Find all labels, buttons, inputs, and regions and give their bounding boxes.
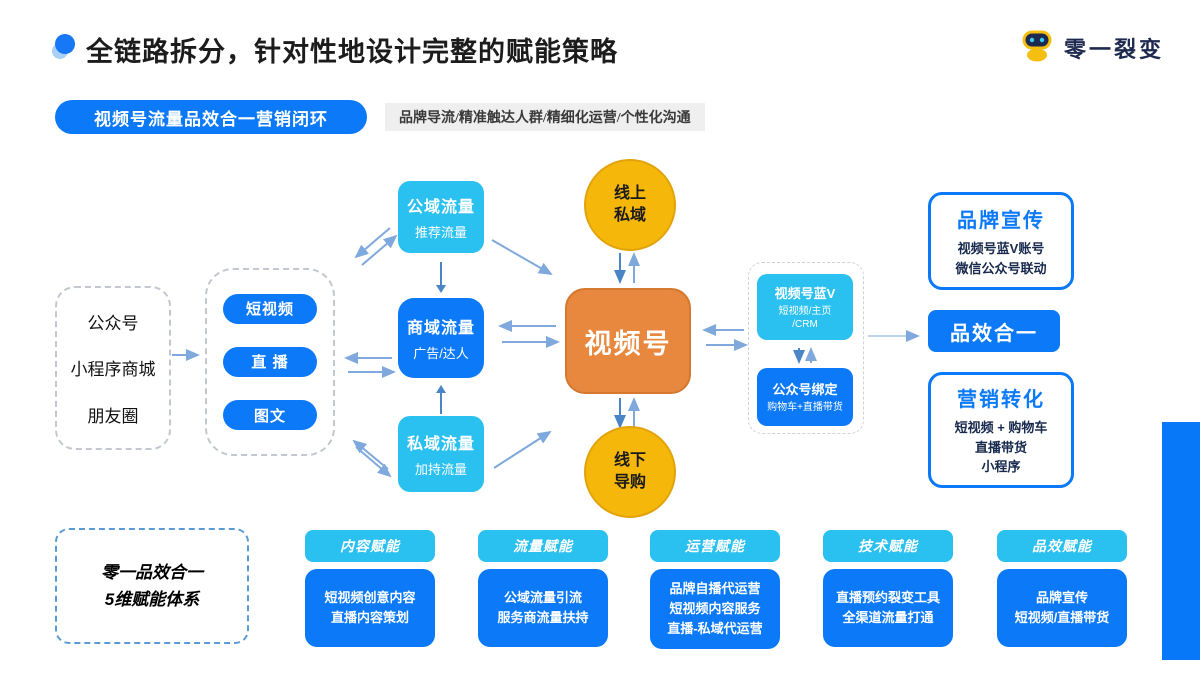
online-private-circle: 线上 私域 [584,159,676,251]
system-label-line2: 5维赋能体系 [104,590,200,609]
account-binding-panel [748,262,864,434]
conversion-lines: 短视频 + 购物车 直播带货 小程序 [954,420,1048,475]
system-label-box: 零一品效合一 5维赋能体系 [55,528,249,644]
private-traffic-subtitle: 加持流量 [414,462,467,477]
title-dot-icon [50,31,78,66]
wechat-sources-panel: 公众号 小程序商城 朋友圈 [55,286,171,450]
source-moments: 朋友圈 [87,407,139,427]
brand-promo-box: 品牌宣传 视频号蓝V账号 微信公众号联动 [928,192,1074,290]
official-bind-title: 公众号绑定 [772,382,838,398]
brand-logo-text: 零一裂变 [1064,36,1165,62]
pillar-brandeffect-body: 品牌宣传 短视频/直播带货 [997,569,1127,647]
arrow-private-to-commercial [436,385,446,414]
official-bind-sub: 购物车+直播带货 [767,402,843,414]
bluev-sub: 短视频/主页 /CRM [778,305,832,331]
commercial-traffic-box: 商域流量 广告/达人 [398,298,484,378]
pillar-traffic-header: 流量赋能 [478,530,608,562]
brand-logo: 零一裂变 [1018,26,1164,69]
content-types-panel: 短视频 直 播 图文 [205,268,335,456]
source-official-account: 公众号 [87,313,139,333]
pillar-technology-body: 直播预约裂变工具 全渠道流量打通 [823,569,953,647]
official-bind-box: 公众号绑定 购物车+直播带货 [757,368,853,426]
brand-promo-title: 品牌宣传 [957,210,1045,232]
commercial-traffic-title: 商域流量 [406,320,475,337]
private-traffic-box: 私域流量 加持流量 [398,416,484,492]
pillar-operation-header: 运营赋能 [650,530,780,562]
conversion-box: 营销转化 短视频 + 购物车 直播带货 小程序 [928,372,1074,488]
content-short-video: 短视频 [223,293,317,324]
commercial-traffic-subtitle: 广告/达人 [413,346,469,361]
pillar-content-body: 短视频创意内容 直播内容策划 [305,569,435,647]
pillar-content-header: 内容赋能 [305,530,435,562]
right-accent-bar [1162,422,1200,660]
bluev-title: 视频号蓝V [774,285,836,301]
content-live: 直 播 [223,346,317,377]
pillar-traffic-body: 公域流量引流 服务商流量扶持 [478,569,608,647]
robot-icon [1018,26,1056,69]
pillar-technology: 技术赋能 直播预约裂变工具 全渠道流量打通 [823,530,953,647]
offline-guide-circle: 线下 导购 [584,426,676,518]
page-title: 全链路拆分，针对性地设计完整的赋能策略 [86,37,618,67]
online-circle-line2: 私域 [613,207,646,224]
pillar-operation-body: 品牌自播代运营 短视频内容服务 直播-私域代运营 [650,569,780,649]
pillar-brandeffect: 品效赋能 品牌宣传 短视频/直播带货 [997,530,1127,647]
pillar-traffic: 流量赋能 公域流量引流 服务商流量扶持 [478,530,608,647]
bluev-box: 视频号蓝V 短视频/主页 /CRM [757,274,853,340]
arrow-public-to-commercial [436,262,446,293]
conversion-title: 营销转化 [957,389,1045,412]
pillar-operation: 运营赋能 品牌自播代运营 短视频内容服务 直播-私域代运营 [650,530,780,649]
public-traffic-box: 公域流量 推荐流量 [398,181,484,253]
system-label-line1: 零一品效合一 [101,562,203,582]
pillar-brandeffect-header: 品效赋能 [997,530,1127,562]
brand-promo-lines: 视频号蓝V账号 微信公众号联动 [955,241,1047,276]
public-traffic-subtitle: 推荐流量 [414,225,467,240]
offline-circle-line2: 导购 [613,474,646,491]
brand-effect-box: 品效合一 [928,310,1060,352]
pillar-technology-header: 技术赋能 [823,530,953,562]
public-traffic-title: 公域流量 [406,199,475,216]
offline-circle-line1: 线下 [613,452,646,470]
video-account-box: 视频号 [565,288,691,394]
source-miniprogram-mall: 小程序商城 [70,360,156,380]
online-circle-line1: 线上 [613,185,646,203]
content-article: 图文 [223,400,317,431]
banner-pill: 视频号流量品效合一营销闭环 [55,100,367,134]
private-traffic-title: 私域流量 [406,436,475,453]
pillar-content: 内容赋能 短视频创意内容 直播内容策划 [305,530,435,647]
banner-tags: 品牌导流/精准触达人群/精细化运营/个性化沟通 [385,103,705,131]
